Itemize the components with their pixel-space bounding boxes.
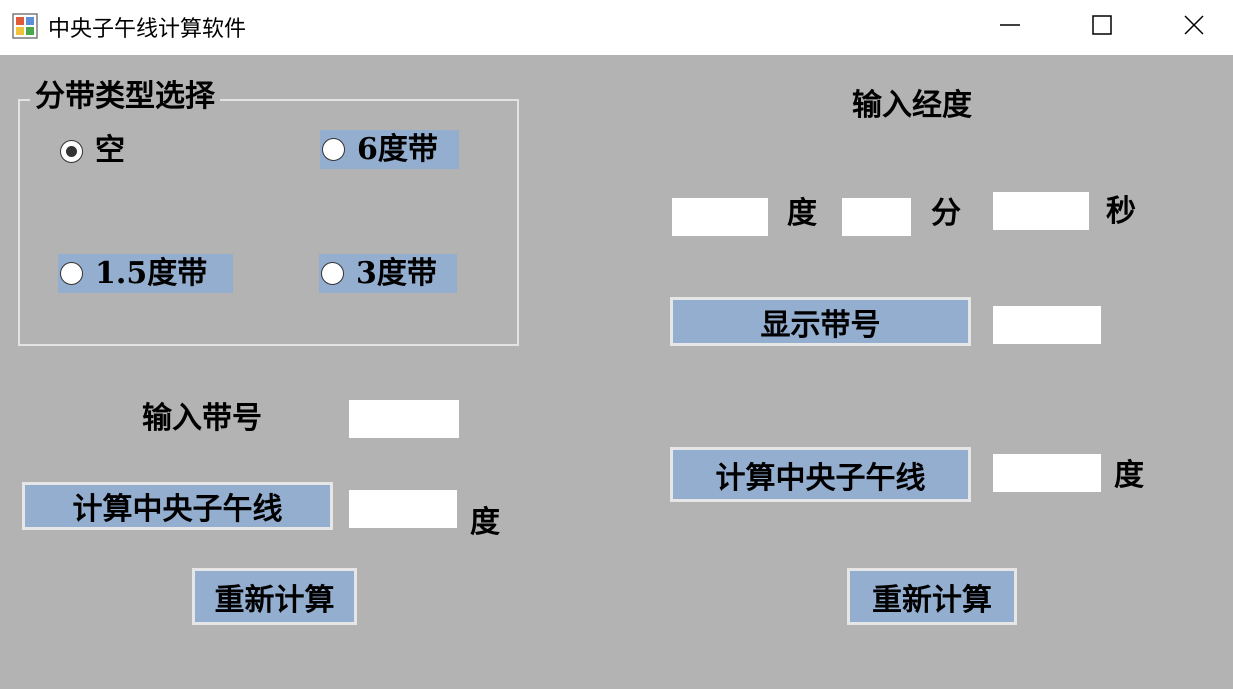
radio-3-degree[interactable]: 3度带 [319, 254, 457, 293]
show-zone-label: 显示带号 [673, 300, 968, 343]
radio-1-5-degree-label: 1.5度带 [95, 255, 208, 291]
close-icon [1184, 15, 1204, 35]
maximize-icon [1092, 15, 1112, 35]
radio-1-5-degree[interactable]: 1.5度带 [58, 254, 233, 293]
close-button[interactable] [1148, 0, 1233, 50]
left-calc-meridian-label: 计算中央子午线 [25, 485, 330, 527]
radio-3-degree-circle[interactable] [321, 262, 344, 285]
right-calc-meridian-label: 计算中央子午线 [673, 450, 968, 499]
minute-input[interactable] [842, 198, 911, 236]
radio-6-degree-label: 6度带 [357, 131, 438, 167]
second-input[interactable] [993, 192, 1089, 230]
app-icon [12, 13, 38, 39]
title-bar: 中央子午线计算软件 [0, 0, 1233, 55]
maximize-button[interactable] [1056, 0, 1148, 50]
right-reset-button[interactable]: 重新计算 [847, 568, 1017, 625]
radio-6-degree-circle[interactable] [322, 138, 345, 161]
minimize-button[interactable] [964, 0, 1056, 50]
minute-unit: 分 [931, 196, 961, 231]
radio-empty-circle[interactable] [60, 139, 83, 163]
right-result-unit: 度 [1114, 458, 1144, 493]
window-title: 中央子午线计算软件 [48, 17, 247, 42]
left-calc-meridian-button[interactable]: 计算中央子午线 [22, 482, 333, 530]
right-meridian-result[interactable] [993, 454, 1101, 492]
radio-1-5-degree-circle[interactable] [60, 262, 83, 285]
second-unit: 秒 [1106, 194, 1136, 229]
zone-number-input[interactable] [349, 400, 459, 438]
minimize-icon [1000, 24, 1020, 26]
show-zone-button[interactable]: 显示带号 [670, 297, 971, 346]
zone-type-groupbox [18, 99, 519, 346]
radio-6-degree[interactable]: 6度带 [320, 130, 459, 169]
longitude-heading: 输入经度 [852, 88, 972, 123]
client-area: 分带类型选择 空 6度带 1.5度带 3度带 输入带号 计算中央子午线 度 重新… [0, 55, 1233, 689]
right-calc-meridian-button[interactable]: 计算中央子午线 [670, 447, 971, 502]
zone-number-label: 输入带号 [142, 401, 262, 436]
zone-type-group-title: 分带类型选择 [30, 77, 220, 117]
degree-unit: 度 [787, 196, 817, 231]
left-reset-label: 重新计算 [195, 571, 354, 622]
right-reset-label: 重新计算 [850, 571, 1014, 622]
degree-input[interactable] [672, 198, 768, 236]
zone-output[interactable] [993, 306, 1101, 344]
radio-selected-dot [66, 145, 77, 157]
radio-empty[interactable]: 空 [60, 132, 125, 170]
radio-3-degree-label: 3度带 [356, 255, 437, 291]
left-result-unit: 度 [470, 505, 500, 540]
radio-empty-label: 空 [95, 133, 125, 168]
left-reset-button[interactable]: 重新计算 [192, 568, 357, 625]
left-meridian-result[interactable] [349, 490, 457, 528]
